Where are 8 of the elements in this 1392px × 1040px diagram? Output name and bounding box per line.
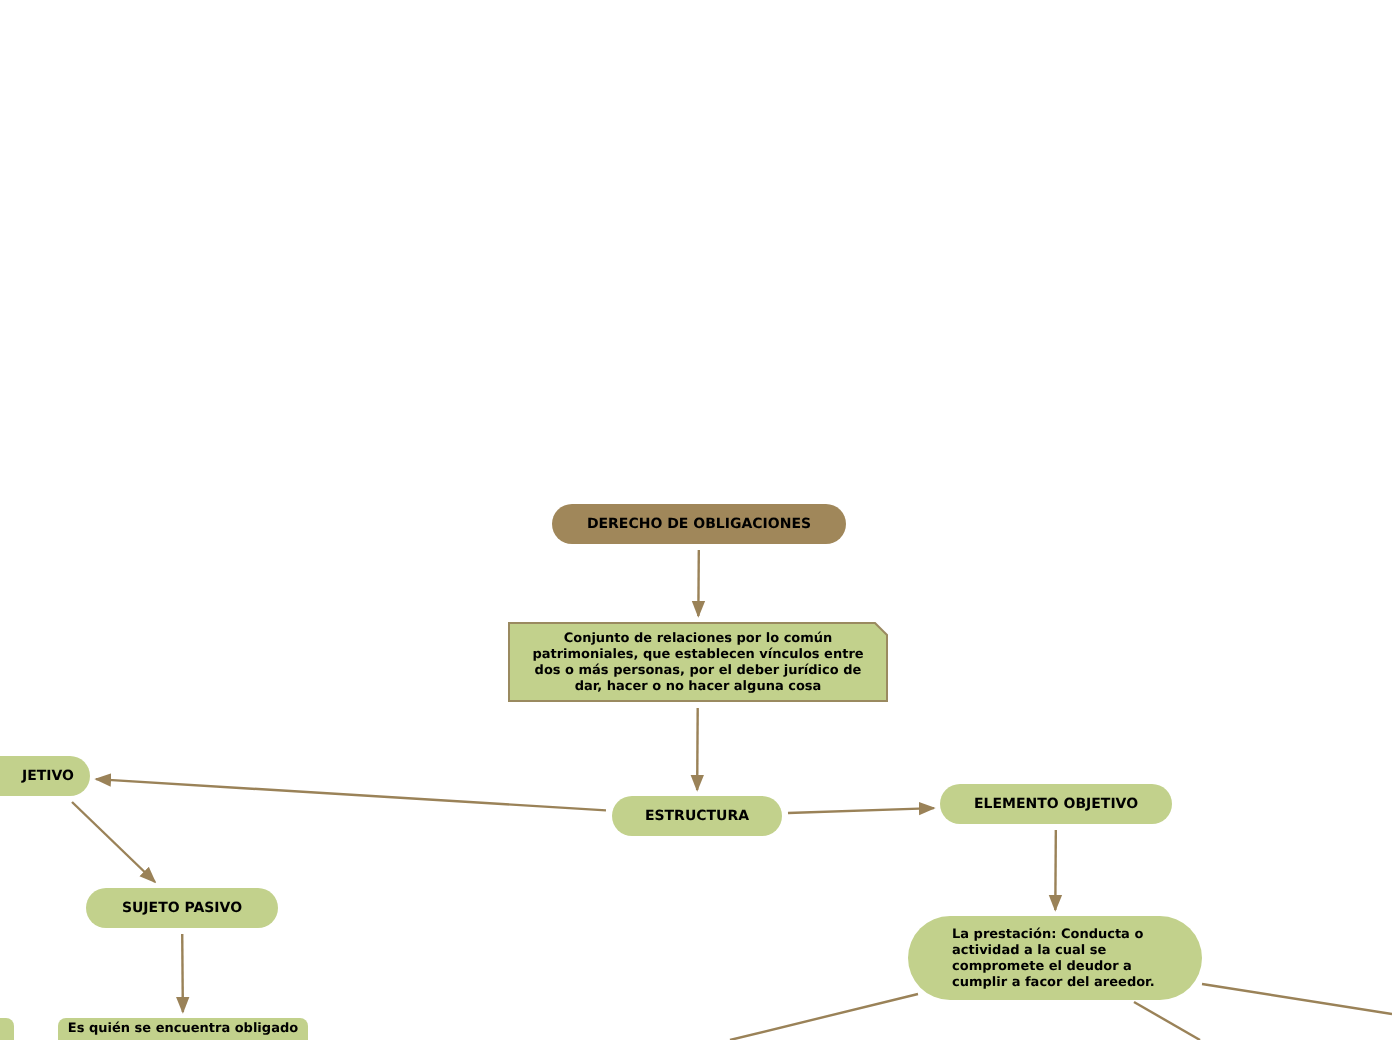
arrow [71, 801, 157, 884]
arrow [176, 934, 190, 1014]
arrow [94, 773, 607, 812]
concept-box [0, 1018, 14, 1040]
arrow [691, 550, 706, 618]
arrow [787, 801, 936, 816]
arrow [1048, 830, 1063, 912]
arrow [690, 708, 704, 792]
